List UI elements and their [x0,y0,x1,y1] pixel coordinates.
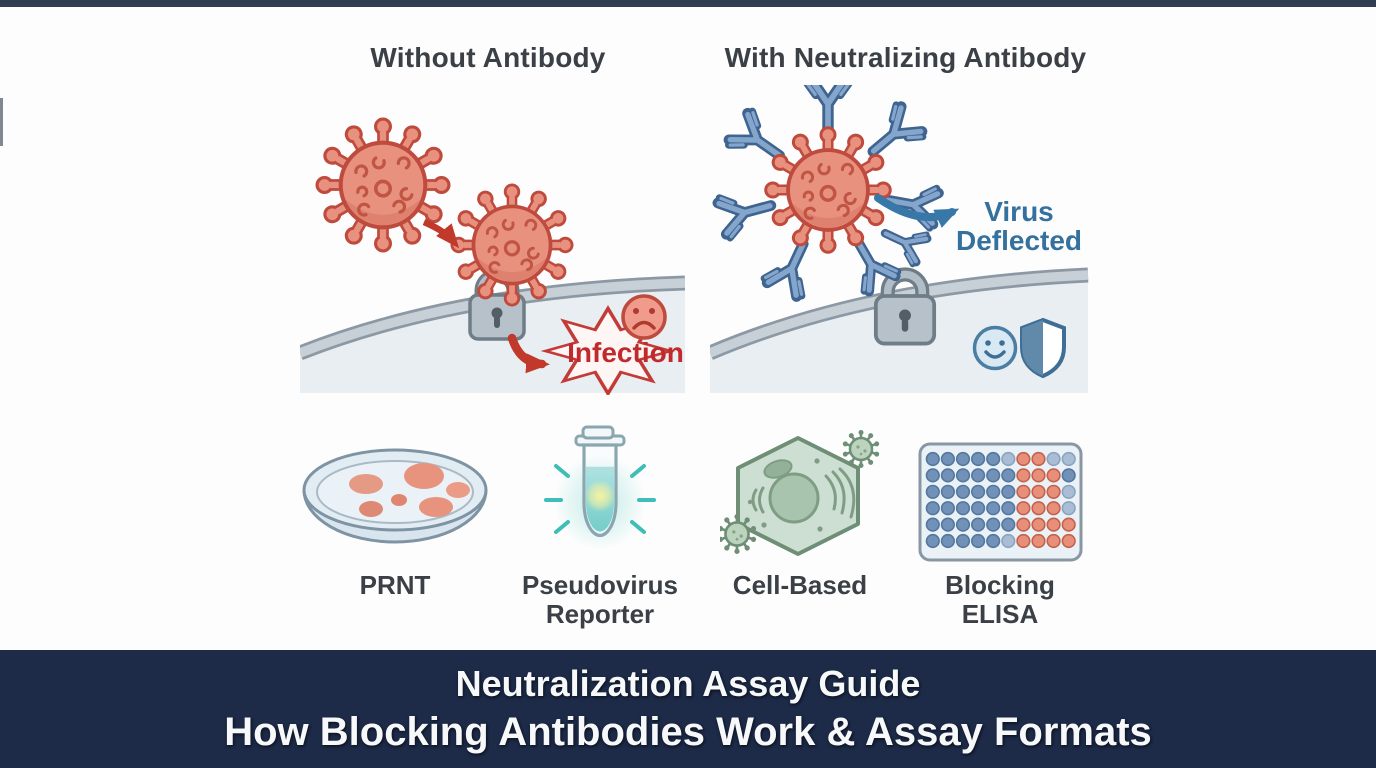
elisa-well [925,484,940,499]
red-arrow-icon [422,219,460,249]
left-panel-illustration [300,85,685,395]
elisa-well [1031,484,1046,499]
nucleus [768,472,820,524]
elisa-well [955,468,971,483]
elisa-well [1016,501,1031,516]
virus-icon [316,118,450,252]
shield-icon [1020,317,1066,379]
assay-label-pseudovirus-reporter: Pseudovirus Reporter [521,570,679,629]
elisa-well [925,533,940,549]
reporter-tube-icon [544,425,656,550]
virus-deflected-label: Virus Deflected [955,196,1083,256]
banner-title: Neutralization Assay Guide [455,663,921,704]
elisa-well [1046,484,1061,499]
petri-dish-icon [302,448,488,544]
elisa-well [1001,533,1016,549]
elisa-well [955,501,971,516]
elisa-well [970,468,986,483]
elisa-plate-icon [918,442,1083,562]
elisa-well [1061,451,1076,467]
elisa-well [1031,451,1046,467]
elisa-well [925,501,940,516]
elisa-well [1061,533,1076,549]
elisa-well [1061,468,1076,483]
elisa-well [940,501,955,516]
elisa-well [1031,533,1046,549]
elisa-well [970,533,986,549]
elisa-well [986,517,1001,532]
panel-title-without-antibody: Without Antibody [370,42,606,73]
title-banner: Neutralization Assay Guide How Blocking … [0,650,1376,768]
infection-label: Infection [567,337,684,368]
elisa-well [955,533,971,549]
glow-rays [544,464,656,534]
elisa-well [970,451,986,467]
elisa-well [970,501,986,516]
elisa-well [1046,501,1061,516]
sad-face-icon [621,294,667,340]
top-border-strip [0,0,1376,7]
elisa-well [925,517,940,532]
elisa-well [986,451,1001,467]
red-arrow-icon [507,333,550,374]
assay-label-blocking-elisa: Blocking ELISA [945,570,1055,629]
elisa-well [1046,533,1061,549]
elisa-well [986,468,1001,483]
elisa-well [955,451,971,467]
elisa-well [940,484,955,499]
elisa-well [940,517,955,532]
blue-arrow-icon [874,194,960,228]
assay-label-prnt: PRNT [359,570,431,600]
elisa-well [1061,484,1076,499]
elisa-well [940,533,955,549]
elisa-well [1031,501,1046,516]
elisa-well [986,533,1001,549]
elisa-well [970,517,986,532]
elisa-well [1046,451,1061,467]
elisa-well [955,517,971,532]
elisa-well [1001,517,1016,532]
elisa-well [940,451,955,467]
organelles [751,467,856,519]
elisa-well [1016,468,1031,483]
elisa-well [955,484,971,499]
elisa-well [940,468,955,483]
elisa-well [1016,533,1031,549]
elisa-well [1046,468,1061,483]
elisa-well [1061,517,1076,532]
cell-icon [720,429,880,556]
right-panel-illustration [710,85,1089,393]
elisa-wells [925,451,1076,549]
elisa-well [1046,517,1061,532]
elisa-well [1001,468,1016,483]
elisa-well [1016,517,1031,532]
left-edge-mark [0,98,3,146]
panel-title-with-antibody: With Neutralizing Antibody [724,42,1087,73]
elisa-well [1001,484,1016,499]
elisa-well [1016,484,1031,499]
elisa-well [1031,517,1046,532]
elisa-well [1016,451,1031,467]
elisa-well [1061,501,1076,516]
assay-label-cell-based: Cell-Based [732,570,868,600]
elisa-well [925,468,940,483]
banner-subtitle: How Blocking Antibodies Work & Assay For… [224,710,1152,754]
elisa-well [986,484,1001,499]
elisa-well [1031,468,1046,483]
elisa-well [1001,451,1016,467]
elisa-well [970,484,986,499]
elisa-well [986,501,1001,516]
receptor-lock-icon [876,274,934,343]
plaque-spots [349,463,470,517]
elisa-well [925,451,940,467]
smiley-face-icon [972,325,1018,371]
elisa-well [1001,501,1016,516]
